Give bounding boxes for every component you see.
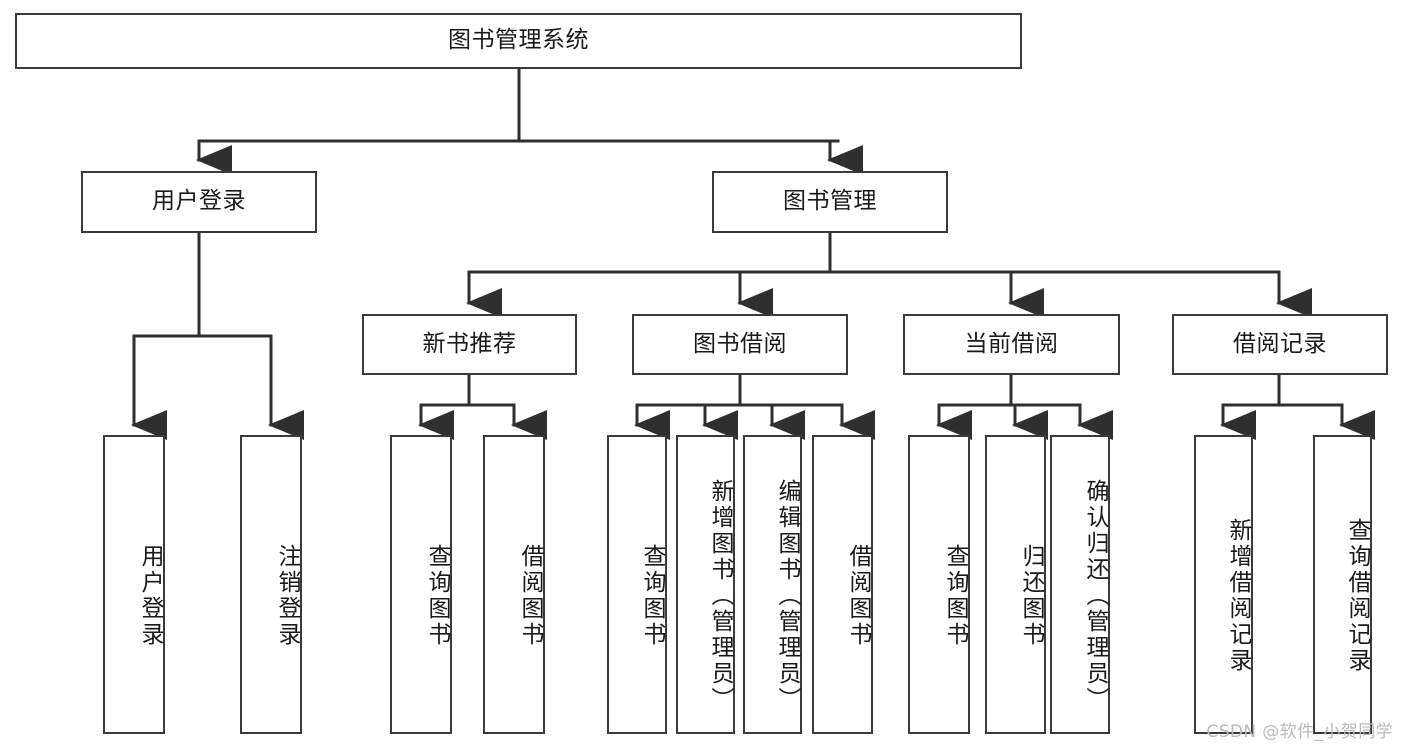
node-label: 图书管理系统 bbox=[448, 27, 589, 54]
leaf-confirm-return-admin[interactable]: 确认归还（管理员） bbox=[1050, 435, 1110, 734]
node-label: 用户登录 bbox=[152, 188, 246, 215]
leaf-user-login[interactable]: 用户登录 bbox=[103, 435, 165, 734]
node-borrow-record[interactable]: 借阅记录 bbox=[1172, 314, 1388, 375]
node-label: 借阅记录 bbox=[1233, 330, 1327, 357]
node-label: 确认归还（管理员） bbox=[1082, 478, 1108, 713]
leaf-edit-book-admin[interactable]: 编辑图书（管理员） bbox=[743, 435, 802, 734]
node-label: 图书借阅 bbox=[693, 330, 787, 357]
leaf-query-borrow-record[interactable]: 查询借阅记录 bbox=[1313, 435, 1372, 734]
node-label: 查询图书 bbox=[639, 543, 665, 648]
node-label: 查询图书 bbox=[942, 543, 968, 648]
leaf-borrow-book-2[interactable]: 借阅图书 bbox=[812, 435, 873, 734]
leaf-borrow-book-1[interactable]: 借阅图书 bbox=[483, 435, 545, 734]
node-label: 查询图书 bbox=[424, 543, 450, 648]
node-label: 归还图书 bbox=[1018, 543, 1044, 648]
leaf-query-book-3[interactable]: 查询图书 bbox=[908, 435, 970, 734]
leaf-query-book-2[interactable]: 查询图书 bbox=[607, 435, 667, 734]
node-current-borrow[interactable]: 当前借阅 bbox=[903, 314, 1120, 375]
node-label: 注销登录 bbox=[274, 543, 300, 648]
node-root-book-management-system[interactable]: 图书管理系统 bbox=[15, 13, 1022, 69]
node-label: 当前借阅 bbox=[964, 330, 1059, 357]
node-book-management[interactable]: 图书管理 bbox=[712, 171, 948, 233]
leaf-logout-login[interactable]: 注销登录 bbox=[240, 435, 302, 734]
csdn-watermark: CSDN @软件_小贺同学 bbox=[1206, 722, 1393, 742]
leaf-add-borrow-record[interactable]: 新增借阅记录 bbox=[1194, 435, 1253, 734]
node-label: 新增借阅记录 bbox=[1225, 517, 1251, 674]
node-new-book-recommend[interactable]: 新书推荐 bbox=[362, 314, 577, 375]
node-label: 用户登录 bbox=[137, 543, 163, 648]
node-label: 借阅图书 bbox=[517, 543, 543, 648]
node-label: 新书推荐 bbox=[422, 330, 517, 357]
node-user-login[interactable]: 用户登录 bbox=[81, 171, 317, 233]
leaf-query-book-1[interactable]: 查询图书 bbox=[390, 435, 452, 734]
node-book-borrow[interactable]: 图书借阅 bbox=[632, 314, 848, 375]
leaf-add-book-admin[interactable]: 新增图书（管理员） bbox=[676, 435, 735, 734]
node-label: 查询借阅记录 bbox=[1344, 517, 1370, 674]
node-label: 新增图书（管理员） bbox=[707, 478, 733, 713]
node-label: 编辑图书（管理员） bbox=[774, 478, 800, 713]
node-label: 借阅图书 bbox=[845, 543, 871, 648]
leaf-return-book[interactable]: 归还图书 bbox=[985, 435, 1046, 734]
node-label: 图书管理 bbox=[783, 188, 877, 215]
